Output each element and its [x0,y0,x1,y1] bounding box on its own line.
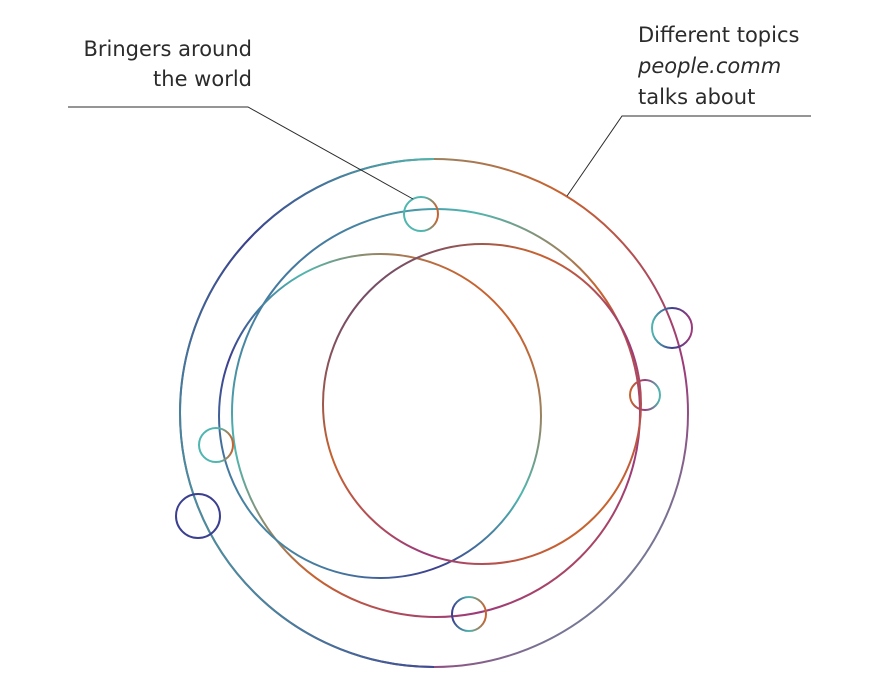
left-label-line-1: Bringers around [83,37,252,61]
outer-ring [179,158,689,668]
satellite-circle-left-outer [175,493,221,539]
outer-ring-left-arc [179,158,435,668]
right-label-line-3: talks about [638,85,755,109]
satellite-circle-bottom [451,596,487,632]
ring-two [231,208,641,618]
satellite-circle-right [651,307,693,349]
left-leader-line [68,106,414,200]
left-label-line-2: the world [153,67,252,91]
ring-four [322,243,642,565]
satellite-circle-left [198,427,234,463]
right-label-line-2: people.comm [637,54,781,78]
satellite-circle-top [403,196,439,232]
right-leader-line [566,115,811,197]
satellite-circle-right-inner [629,379,661,411]
ring-three [218,253,542,579]
right-label-line-1: Different topics [638,23,799,47]
